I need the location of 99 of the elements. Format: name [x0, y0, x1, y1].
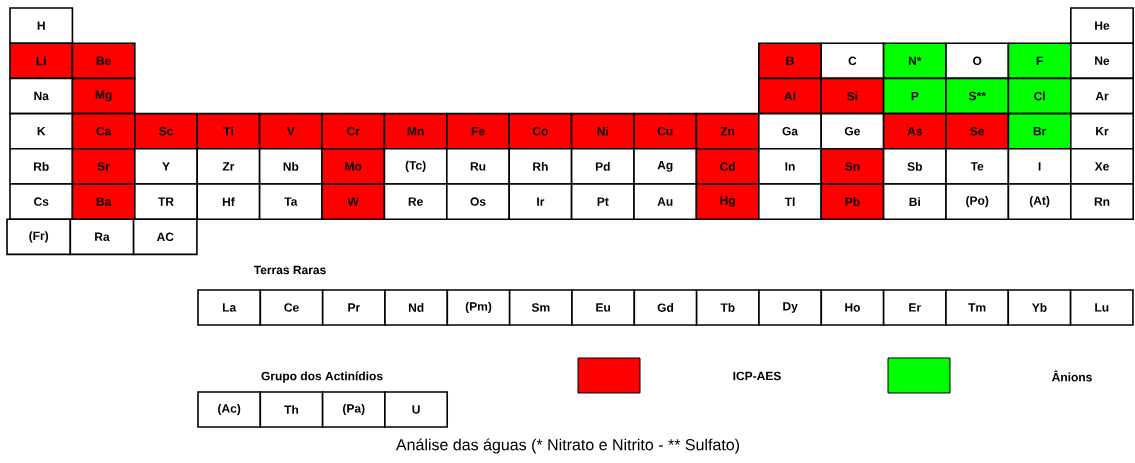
element-box: Er [882, 289, 947, 326]
element-box: Th [259, 391, 324, 428]
legend-label: ICP-AES [733, 371, 781, 381]
element-box: Ho [820, 289, 885, 326]
element-box: (Pm) [446, 289, 511, 326]
element-box: Cd [695, 148, 760, 185]
element-box: Kr [1070, 112, 1134, 150]
element-box: O [945, 42, 1010, 80]
element-box: Ta [258, 183, 323, 220]
element-box: Tb [695, 289, 760, 326]
element-box: Sn [820, 148, 885, 185]
element-box: Ar [1070, 77, 1134, 115]
element-box: Nb [258, 148, 323, 185]
element-box: (Tc) [383, 148, 448, 185]
element-box: Li [9, 42, 74, 80]
element-box: TR [134, 183, 198, 220]
element-box: Sc [134, 112, 198, 150]
element-box: (Ac) [197, 391, 262, 428]
element-box: Ir [508, 183, 573, 220]
element-box: Co [508, 112, 573, 150]
element-box: Hg [695, 183, 760, 220]
element-box: S** [945, 77, 1010, 115]
element-box: Ru [446, 148, 510, 185]
element-box: Ga [758, 112, 822, 150]
element-box: Sr [71, 148, 136, 185]
element-box: In [758, 148, 822, 185]
element-box: Cr [321, 112, 386, 150]
element-box: P [882, 77, 947, 115]
element-box: Na [9, 77, 74, 115]
element-box: Pb [820, 183, 885, 220]
element-box: Tl [758, 183, 822, 220]
element-box: Cl [1007, 77, 1072, 115]
element-box: Ti [196, 112, 261, 150]
element-box: Lu [1069, 289, 1134, 326]
element-box: Gd [633, 289, 698, 326]
element-box: (Fr) [6, 218, 72, 256]
element-box: Rb [9, 148, 74, 185]
element-box: Hf [196, 183, 261, 220]
element-box: Rh [508, 148, 573, 185]
element-box: V [258, 112, 323, 150]
section-heading: Grupo dos Actinídios [261, 371, 383, 383]
element-box: Ag [633, 148, 698, 185]
element-box: Xe [1070, 148, 1134, 185]
element-box: Se [945, 112, 1010, 150]
element-box: C [820, 42, 885, 80]
element-box: Ce [259, 289, 324, 326]
element-box: Nd [384, 289, 449, 326]
element-box: U [384, 391, 448, 428]
element-box: Si [820, 77, 885, 115]
element-box: Y [134, 148, 198, 185]
element-box: Eu [571, 289, 636, 326]
element-box: Zr [196, 148, 261, 185]
element-box: Tm [945, 289, 1010, 326]
element-box: AC [132, 218, 198, 256]
element-box: Ra [69, 218, 135, 256]
element-box: Sb [882, 148, 947, 185]
element-box: I [1007, 148, 1072, 185]
element-box: Sm [508, 289, 573, 326]
legend-label: Ânions [1051, 370, 1092, 382]
element-box: B [758, 42, 822, 80]
element-box: Os [446, 183, 510, 220]
element-box: Ne [1070, 42, 1134, 80]
element-box: Be [71, 42, 136, 80]
element-box: F [1007, 42, 1072, 80]
element-box: Dy [758, 289, 823, 326]
section-heading: Terras Raras [253, 265, 326, 275]
element-box: La [197, 289, 262, 326]
element-box: Ge [820, 112, 885, 150]
element-box: Mn [383, 112, 448, 150]
element-box: Re [383, 183, 448, 220]
element-box: Yb [1007, 289, 1072, 326]
element-box: Ca [71, 112, 136, 150]
element-box: He [1070, 7, 1134, 44]
element-box: (At) [1007, 183, 1072, 220]
element-box: As [882, 112, 947, 150]
element-box: Rn [1070, 183, 1134, 220]
element-box: (Po) [945, 183, 1010, 220]
element-box: Cu [633, 112, 698, 150]
caption: Análise das águas (* Nitrato e Nitrito - ** Sulfato) [395, 438, 739, 454]
element-box: Br [1007, 112, 1072, 150]
element-box: Bi [882, 183, 947, 220]
element-box: Pr [321, 289, 386, 326]
element-box: Fe [446, 112, 510, 150]
element-box: Mg [71, 77, 136, 115]
element-box: Cs [9, 183, 74, 220]
element-box: N* [882, 42, 947, 80]
element-box: Pd [570, 148, 635, 185]
element-box: Ni [570, 112, 635, 150]
element-box: Pt [570, 183, 635, 220]
element-box: Zn [695, 112, 760, 150]
element-box: Mo [321, 148, 386, 185]
element-box: K [9, 112, 74, 150]
element-box: Au [633, 183, 698, 220]
element-box: W [321, 183, 386, 220]
element-box: Al [758, 77, 822, 115]
element-box: (Pa) [321, 391, 386, 428]
element-box: Te [945, 148, 1010, 185]
element-box: Ba [71, 183, 136, 220]
element-box: H [9, 7, 74, 44]
